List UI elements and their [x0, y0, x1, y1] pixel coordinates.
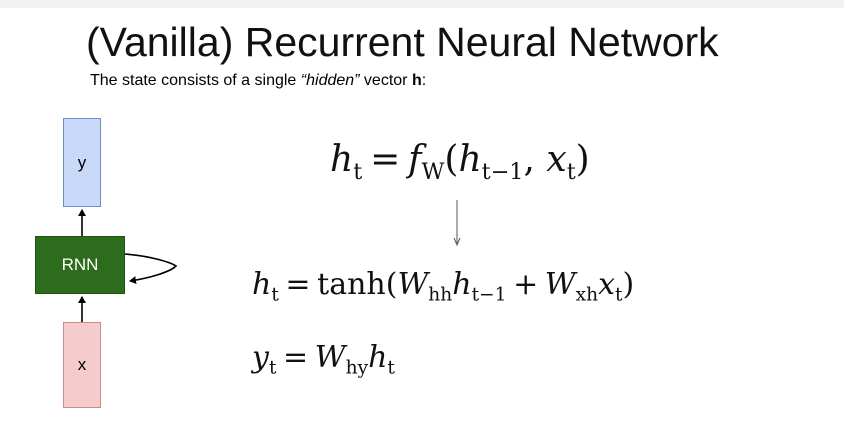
input-node-x: x [63, 322, 101, 408]
eq1-lhs-sub: t [353, 158, 363, 185]
eq1-equals: = [370, 139, 401, 180]
eq2-w1-sub: hh [428, 284, 453, 306]
top-bar [0, 0, 844, 8]
eq2-plus: + [513, 267, 539, 302]
subtitle-prefix: The state consists of a single [90, 72, 301, 89]
subtitle-italic: “hidden” [300, 72, 360, 89]
eq1-func: f [408, 139, 422, 180]
eq1-arg1-sub: t−1 [481, 158, 524, 185]
eq3-w: W [314, 340, 346, 375]
eq2-w2-sub: xh [575, 284, 599, 306]
eq2-equals: = [285, 267, 311, 302]
eq1-arg2: x [546, 139, 567, 180]
subtitle-middle: vector [359, 72, 412, 89]
eq1-arg1: h [458, 139, 482, 180]
eq2-tanh: tanh [317, 267, 386, 302]
subtitle-bold: h [411, 72, 422, 89]
eq2-v2-sub: t [615, 284, 623, 306]
eq3-equals: = [283, 340, 309, 375]
slide-subtitle: The state consists of a single “hidden” … [90, 71, 426, 91]
eq1-func-sub: W [421, 158, 445, 185]
output-node-y: y [63, 118, 101, 207]
eq2-v2: x [598, 267, 616, 302]
eq3-lhs: y [252, 340, 269, 375]
eq1-arg2-sub: t [566, 158, 576, 185]
eq2-v1-sub: t−1 [471, 284, 507, 306]
eq2-w1: W [397, 267, 429, 302]
recurrent-loop-arrow [124, 253, 178, 285]
eq2-lhs-sub: t [271, 284, 279, 306]
rnn-cell: RNN [35, 236, 125, 294]
eq3-lhs-sub: t [268, 357, 277, 379]
eq3-v-sub: t [387, 357, 395, 379]
equation-recurrence: ht=fW(ht−1, xt) [330, 139, 590, 185]
equation-output: yt=Whyht [252, 338, 395, 378]
eq3-v: h [368, 340, 388, 375]
eq3-w-sub: hy [345, 357, 369, 379]
subtitle-suffix: : [421, 72, 427, 89]
equation-hidden-update: ht=tanh(Whhht−1+Wxhxt) [252, 267, 635, 306]
eq1-lhs: h [330, 139, 354, 180]
eq2-lhs: h [252, 267, 272, 302]
eq2-v1: h [452, 267, 472, 302]
eq2-w2: W [544, 267, 576, 302]
equation-down-arrow-head [453, 237, 461, 247]
slide-title: (Vanilla) Recurrent Neural Network [86, 19, 719, 65]
